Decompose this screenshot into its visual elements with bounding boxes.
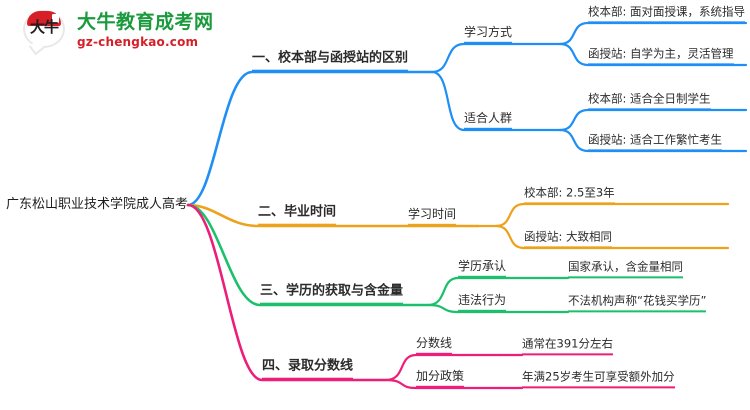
logo-bull-icon: 大牛 (22, 8, 68, 56)
mindmap-leaf-degree-recognition-detail[interactable]: 国家承认，含金量相同 (568, 260, 683, 278)
mindmap-leaf-target-group-station[interactable]: 函授站: 适合工作繁忙考生 (588, 133, 723, 151)
mindmap-leaf-illegal-behavior-detail[interactable]: 不法机构声称“花钱买学历” (568, 294, 707, 312)
mindmap-node-study-duration[interactable]: 学习时间 (408, 207, 457, 226)
mindmap-node-bonus-policy[interactable]: 加分政策 (416, 369, 465, 388)
mindmap-leaf-duration-station[interactable]: 函授站: 大致相同 (524, 230, 613, 248)
mindmap-branch-2[interactable]: 二、毕业时间 (258, 205, 337, 226)
mindmap-leaf-score-line-detail[interactable]: 通常在391分左右 (522, 337, 613, 355)
edge-child-2-leaf-1 (558, 108, 748, 132)
site-logo: 大牛 大牛教育成考网 gz-chengkao.com (22, 8, 214, 56)
mindmap-node-score-line[interactable]: 分数线 (416, 336, 453, 355)
logo-mark-text: 大牛 (29, 18, 59, 36)
logo-subtitle: gz-chengkao.com (77, 34, 199, 49)
mindmap-node-illegal-behavior[interactable]: 违法行为 (458, 293, 507, 312)
logo-dot-shape (52, 14, 59, 23)
mindmap-root-node[interactable]: 广东松山职业技术学院成人高考 (6, 196, 189, 212)
mindmap-leaf-duration-campus[interactable]: 校本部: 2.5至3年 (524, 186, 615, 204)
mindmap-leaf-study-method-campus[interactable]: 校本部: 面对面授课，系统指导 (588, 5, 746, 23)
mindmap-leaf-target-group-campus[interactable]: 校本部: 适合全日制学生 (588, 92, 711, 110)
edge-child-3-leaf-1 (494, 202, 730, 228)
edge-root-branch-1 (186, 70, 434, 207)
mindmap-branch-4[interactable]: 四、录取分数线 (262, 359, 354, 380)
mindmap-leaf-bonus-policy-detail[interactable]: 年满25岁考生可享受额外加分 (522, 370, 675, 388)
logo-title: 大牛教育成考网 (77, 10, 214, 33)
mindmap-branch-1[interactable]: 一、校本部与函授站的区别 (252, 51, 409, 72)
mindmap-leaf-study-method-station[interactable]: 函授站: 自学为主，灵活管理 (588, 47, 734, 65)
mindmap-node-target-group[interactable]: 适合人群 (464, 111, 513, 130)
edge-branch-1-child-1 (430, 42, 562, 74)
mindmap-node-degree-recognition[interactable]: 学历承认 (458, 259, 507, 278)
mindmap-node-study-method[interactable]: 学习方式 (464, 25, 513, 44)
edge-child-1-leaf-1 (558, 21, 748, 46)
mindmap-branch-3[interactable]: 三、学历的获取与含金量 (260, 284, 404, 305)
logo-text-block: 大牛教育成考网 gz-chengkao.com (77, 10, 214, 49)
